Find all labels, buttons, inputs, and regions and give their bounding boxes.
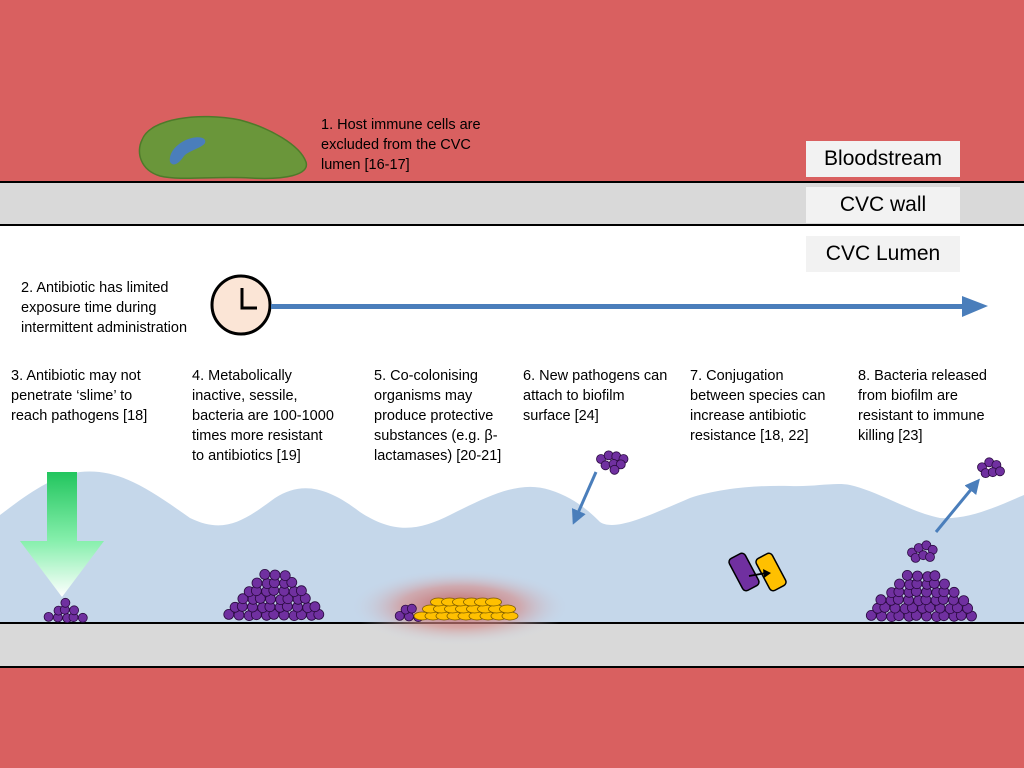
note-conjugation: 7. Conjugation between species can incre… (690, 368, 826, 444)
note-new-pathogens: 6. New pathogens can attach to biofilm s… (523, 368, 668, 424)
note-released-bacteria: 8. Bacteria released from biofilm are re… (858, 368, 987, 444)
note-co-colonising: 5. Co-colonising organisms may produce p… (374, 368, 502, 464)
bloodstream-region-bottom (0, 668, 1024, 768)
legend-cvc-wall: CVC wall (806, 187, 960, 223)
release-arrow-icon (934, 478, 980, 533)
co-colonising-organisms-icon (413, 597, 519, 621)
released-bacteria-clump-1-icon (907, 540, 938, 563)
note-slime-penetration: 3. Antibiotic may not penetrate ‘slime’ … (11, 368, 148, 424)
clock-icon (210, 274, 272, 336)
exposure-time-arrow-icon (271, 296, 988, 317)
conjugation-bacteria-icon (728, 552, 787, 592)
biofilm-bacteria-pile-icon (223, 569, 325, 621)
antibiotic-arrow-icon (20, 472, 104, 597)
small-bacteria-cluster-icon (43, 597, 88, 623)
legend-bloodstream: Bloodstream (806, 141, 960, 177)
note-immune-cells: 1. Host immune cells are excluded from t… (321, 117, 481, 173)
released-bacteria-clump-2-icon (977, 457, 1005, 479)
legend-cvc-lumen: CVC Lumen (806, 236, 960, 272)
released-biofilm-pile-icon (865, 570, 977, 622)
attach-arrow-icon (571, 471, 598, 525)
note-exposure-time: 2. Antibiotic has limited exposure time … (21, 280, 188, 336)
note-sessile-resistance: 4. Metabolically inactive, sessile, bact… (192, 368, 334, 464)
immune-cell-icon (138, 115, 308, 180)
new-pathogen-clump-icon (596, 450, 629, 475)
